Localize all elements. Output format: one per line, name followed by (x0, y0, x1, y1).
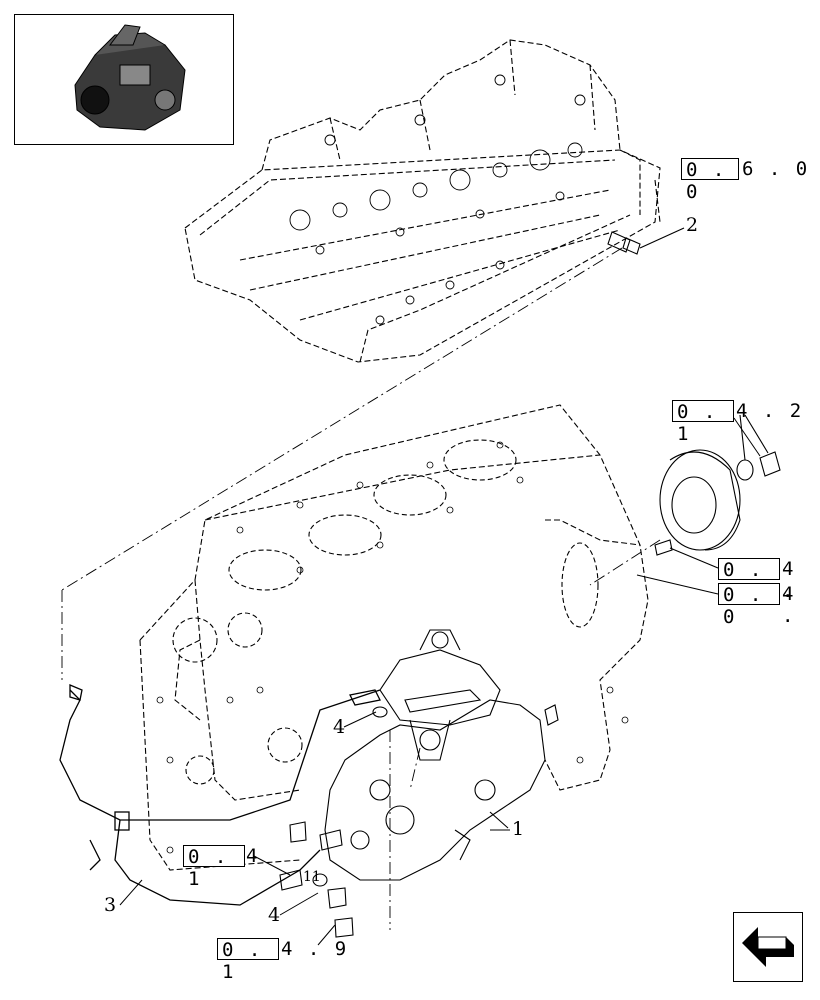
ref-box-014-left[interactable]: 0 . 1 (183, 845, 245, 890)
callout-part-1: 1 (512, 818, 525, 840)
callout-part-11: 11 (303, 869, 321, 885)
ref-tail-060: 6 . 0 (742, 158, 810, 180)
pump-drive-gear-drawing (654, 414, 781, 569)
engine-block-bores (172, 439, 599, 785)
next-page-arrow-icon (742, 927, 794, 967)
callout-part-4-lower: 4 (268, 904, 281, 926)
alignment-lines (61, 247, 661, 930)
fittings (279, 706, 388, 938)
ref-box-0142[interactable]: 0 . 1 (672, 400, 734, 445)
ref-box-060[interactable]: 0 . 0 (681, 158, 739, 203)
ref-box-0149[interactable]: 0 . 1 (217, 938, 279, 983)
ref-tail-014: 4 . (782, 558, 796, 602)
engine-thumbnail-frame (14, 14, 234, 145)
engine-thumbnail-icon (74, 24, 186, 131)
ref-tail-0149: 4 . 9 (281, 938, 349, 960)
ref-box-004[interactable]: 0 . 0 (718, 583, 780, 628)
next-page-button[interactable] (733, 912, 803, 982)
cylinder-head-drawing (184, 39, 661, 363)
part-2-sensor (607, 227, 685, 255)
cylinder-head-details (289, 74, 586, 325)
leader-lines (119, 417, 761, 946)
ref-tail-014-left: 4 (246, 845, 260, 867)
callout-part-2: 2 (686, 214, 699, 236)
ref-tail-0142: 4 . 2 (736, 400, 804, 422)
callout-part-3: 3 (104, 894, 117, 916)
ref-tail-004: 4 . (782, 583, 796, 627)
engine-block-holes (156, 441, 629, 854)
part-1-injection-pump (319, 629, 559, 881)
engine-block-drawing (139, 404, 649, 871)
part-3-wiring-harness (59, 684, 381, 906)
ref-box-014[interactable]: 0 . 1 (718, 558, 780, 603)
callout-part-4-upper: 4 (333, 716, 346, 738)
